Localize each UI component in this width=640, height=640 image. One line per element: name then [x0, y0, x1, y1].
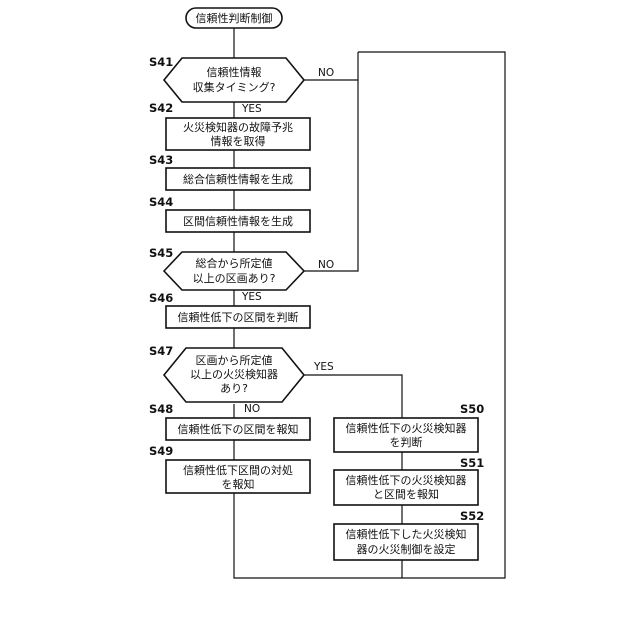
step-id-s43: S43 — [149, 153, 173, 167]
process-s49-line1: 信頼性低下区間の対処 — [183, 463, 293, 477]
decision-s41-shape — [164, 58, 304, 102]
branch-label-s47-yes: YES — [313, 361, 334, 373]
decision-s41-line2: 収集タイミング? — [193, 80, 276, 94]
start-terminal: 信頼性判断制御 — [186, 8, 282, 28]
step-id-s47: S47 — [149, 344, 173, 358]
decision-s45-line2: 以上の区画あり? — [193, 272, 276, 285]
connector-s45-no-loop — [304, 80, 358, 271]
process-s44: 区間信頼性情報を生成 S44 — [149, 195, 310, 232]
decision-s47: 区画から所定値 以上の火災検知器 あり? S47 — [149, 344, 304, 402]
branch-label-s41-no: NO — [318, 67, 334, 79]
process-s51-line2: と区間を報知 — [373, 487, 439, 501]
process-s42-line1: 火災検知器の故障予兆 — [183, 120, 293, 134]
decision-s47-line1: 区画から所定値 — [196, 353, 273, 367]
branch-label-s41-yes: YES — [241, 103, 262, 115]
decision-s45: 総合から所定値 以上の区画あり? S45 — [149, 246, 304, 290]
step-id-s52: S52 — [460, 509, 484, 523]
process-s52-line1: 信頼性低下した火災検知 — [346, 527, 467, 541]
step-id-s42: S42 — [149, 101, 173, 115]
decision-s41: 信頼性情報 収集タイミング? S41 — [149, 55, 304, 102]
start-terminal-label: 信頼性判断制御 — [196, 11, 273, 25]
branch-label-s45-no: NO — [318, 259, 334, 271]
process-s44-line1: 区間信頼性情報を生成 — [183, 214, 293, 228]
process-s49: 信頼性低下区間の対処 を報知 S49 — [149, 444, 310, 493]
process-s50-line2: を判断 — [390, 435, 423, 449]
branch-label-s47-no: NO — [244, 403, 260, 415]
step-id-s41: S41 — [149, 55, 173, 69]
process-s50-line1: 信頼性低下の火災検知器 — [346, 421, 467, 435]
process-s42: 火災検知器の故障予兆 情報を取得 S42 — [149, 101, 310, 150]
process-s52: 信頼性低下した火災検知 器の火災制御を設定 S52 — [334, 509, 484, 560]
decision-s47-line2: 以上の火災検知器 — [190, 367, 278, 381]
step-id-s48: S48 — [149, 402, 173, 416]
process-s52-line2: 器の火災制御を設定 — [357, 542, 456, 556]
process-s51-line1: 信頼性低下の火災検知器 — [346, 473, 467, 487]
process-s43-line1: 総合信頼性情報を生成 — [183, 172, 293, 186]
step-id-s50: S50 — [460, 402, 484, 416]
process-s51: 信頼性低下の火災検知器 と区間を報知 S51 — [334, 456, 484, 505]
step-id-s44: S44 — [149, 195, 173, 209]
decision-s41-line1: 信頼性情報 — [207, 65, 262, 79]
connector-s47-yes — [304, 375, 402, 418]
process-s46-line1: 信頼性低下の区間を判断 — [178, 310, 299, 324]
branch-label-s45-yes: YES — [241, 291, 262, 303]
process-s48-line1: 信頼性低下の区間を報知 — [178, 422, 299, 436]
decision-s45-line1: 総合から所定値 — [196, 256, 273, 270]
process-s49-line2: を報知 — [222, 477, 255, 491]
step-id-s45: S45 — [149, 246, 173, 260]
step-id-s51: S51 — [460, 456, 484, 470]
step-id-s49: S49 — [149, 444, 173, 458]
process-s50: 信頼性低下の火災検知器 を判断 S50 — [334, 402, 484, 452]
process-s43: 総合信頼性情報を生成 S43 — [149, 153, 310, 190]
process-s42-line2: 情報を取得 — [211, 135, 266, 148]
decision-s47-line3: あり? — [220, 382, 248, 395]
process-s46: 信頼性低下の区間を判断 S46 — [149, 291, 310, 328]
process-s48: 信頼性低下の区間を報知 S48 — [149, 402, 310, 440]
step-id-s46: S46 — [149, 291, 173, 305]
